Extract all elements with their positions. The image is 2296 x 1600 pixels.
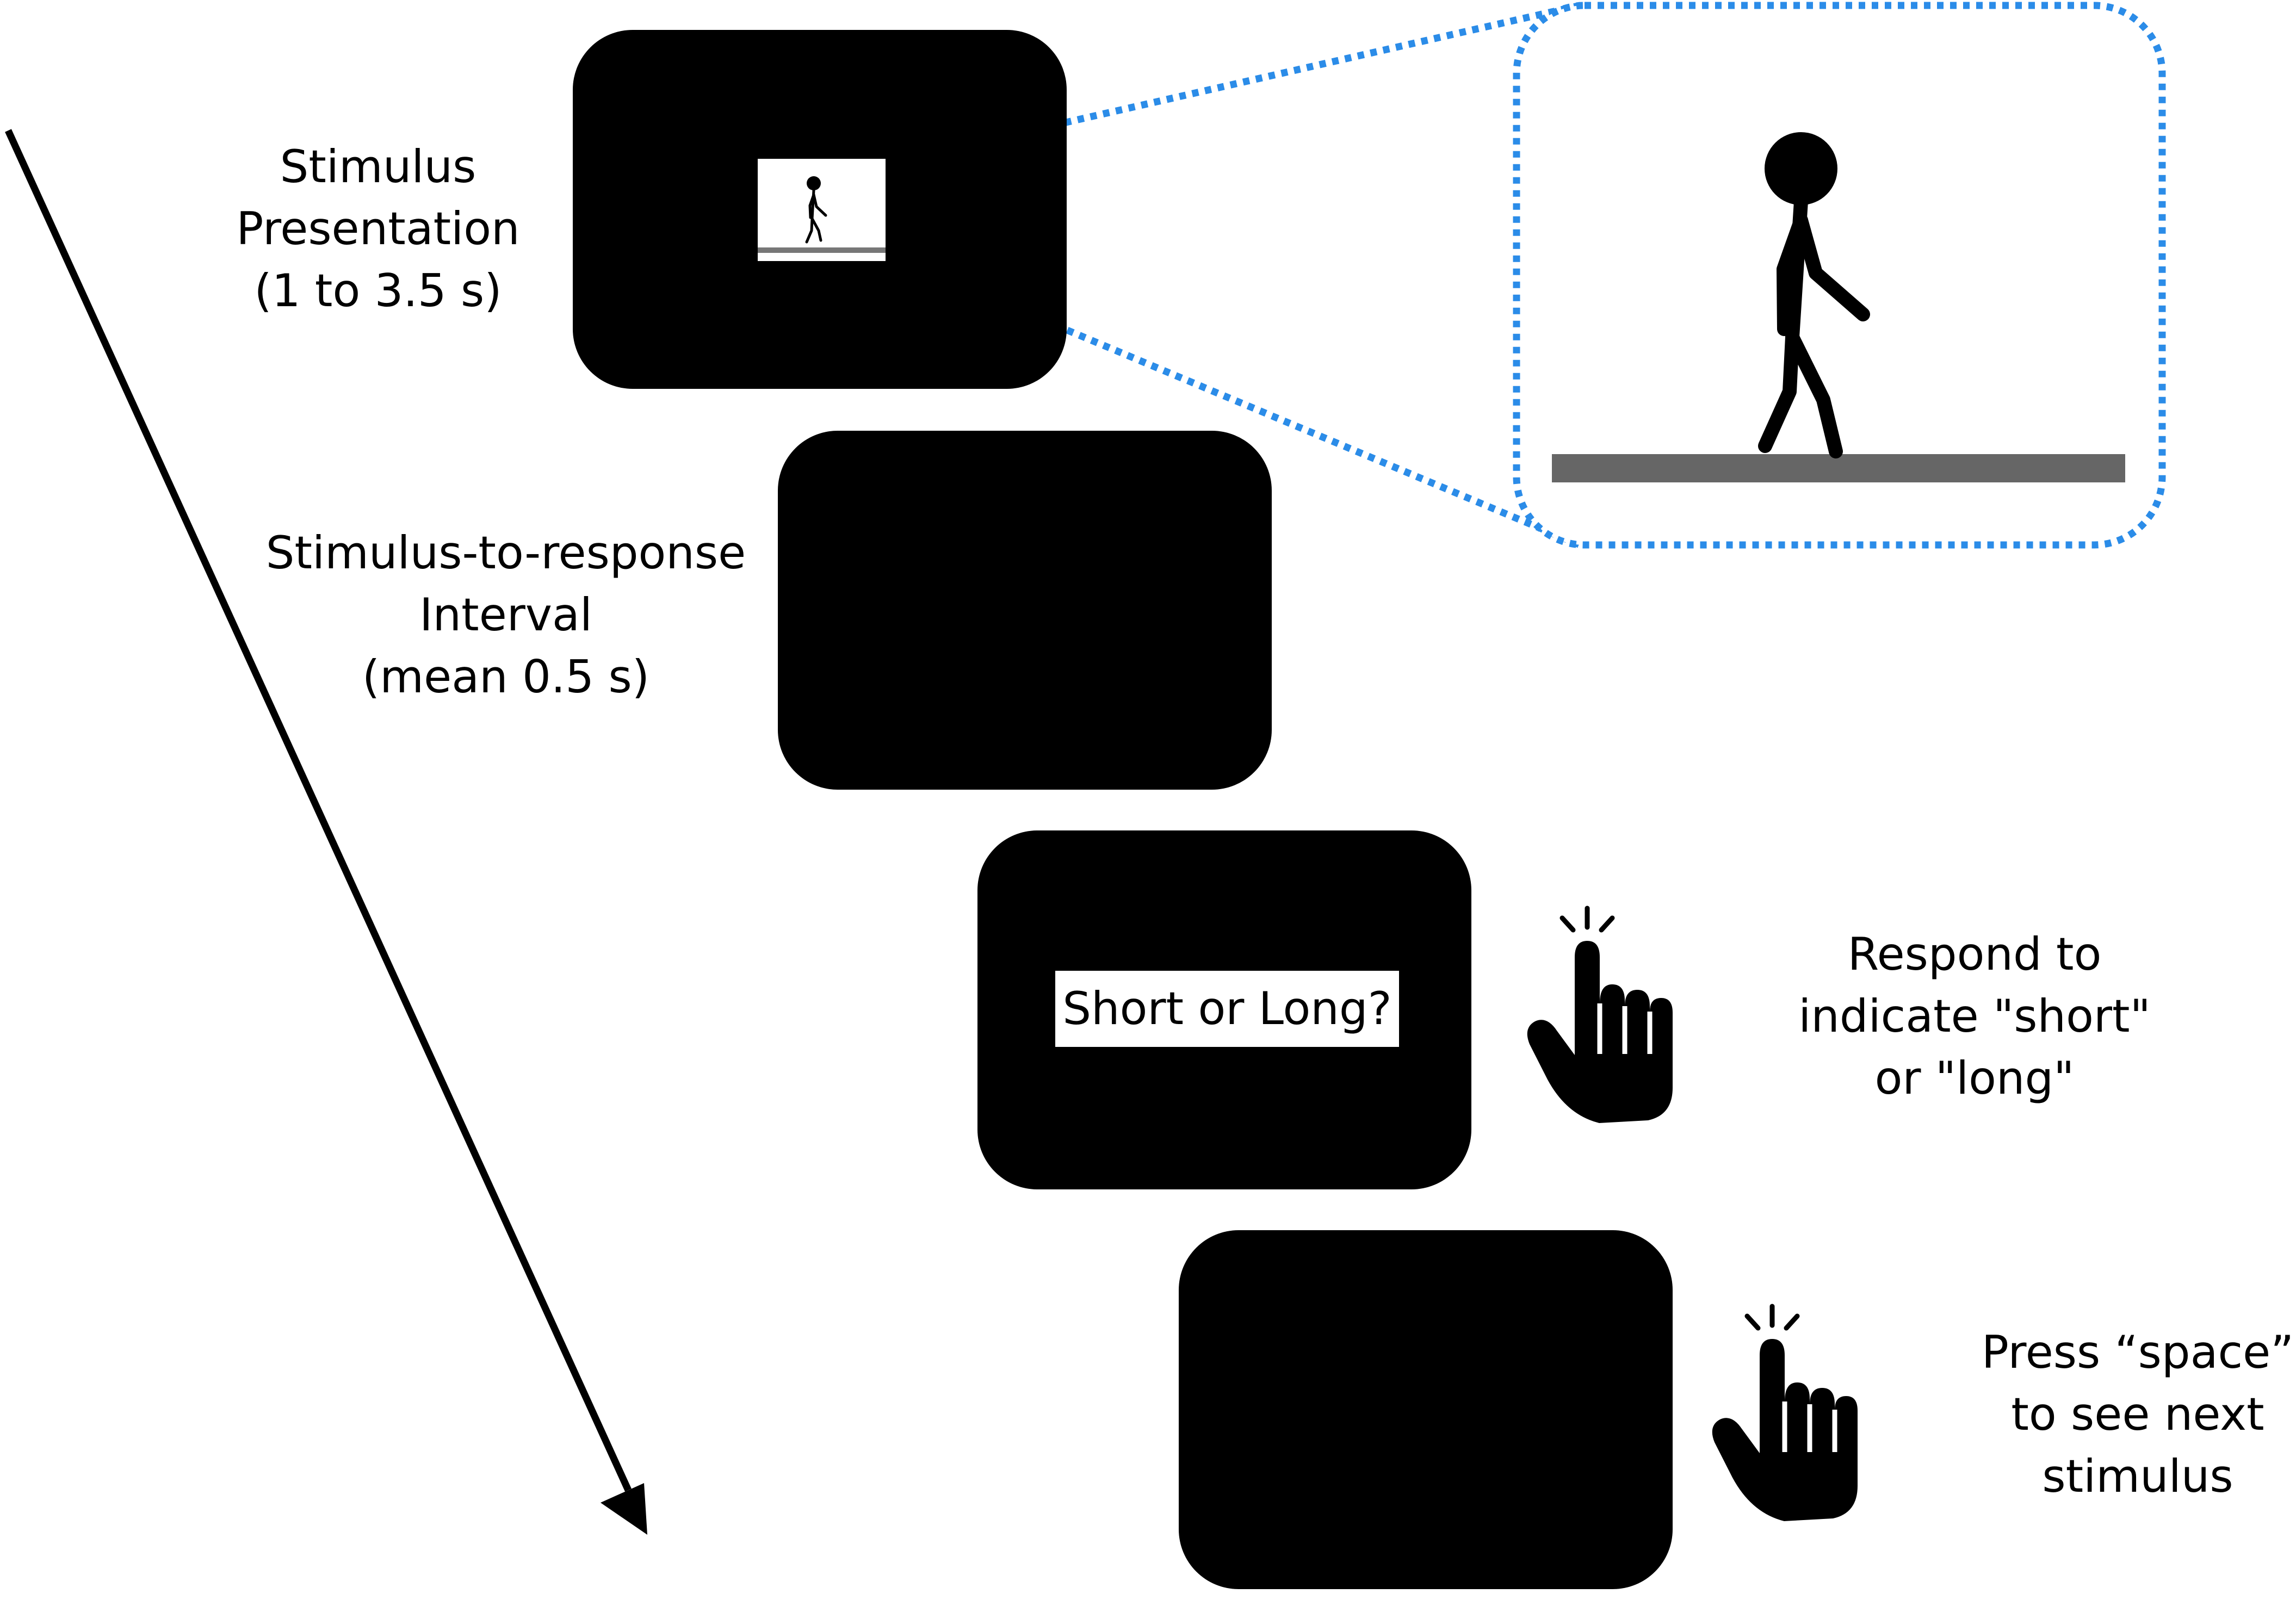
label-line: Press “space” xyxy=(1981,1326,2294,1379)
zoom-callout-icon xyxy=(1513,2,2166,549)
pointing-hand-icon xyxy=(1527,906,1673,1123)
interval-screen xyxy=(778,431,1272,790)
label-line: Stimulus-to-response xyxy=(265,526,746,579)
step-label-interval: Stimulus-to-response Interval (mean 0.5 … xyxy=(261,522,751,708)
walking-figure-icon xyxy=(758,176,886,253)
label-line: Presentation xyxy=(236,202,520,255)
label-line: to see next xyxy=(2011,1388,2264,1441)
label-line: indicate "short" xyxy=(1798,990,2151,1043)
walking-figure-icon xyxy=(1758,132,1870,458)
label-line: stimulus xyxy=(2042,1450,2233,1503)
time-arrow-icon xyxy=(5,129,647,1535)
step-label-next-stimulus: Press “space” to see next stimulus xyxy=(1958,1322,2296,1508)
label-line: Stimulus xyxy=(280,140,476,193)
next-stimulus-screen xyxy=(1179,1230,1673,1589)
label-line: (mean 0.5 s) xyxy=(362,650,650,703)
response-prompt: Short or Long? xyxy=(1055,971,1399,1047)
label-line: (1 to 3.5 s) xyxy=(254,264,502,317)
label-line: Respond to xyxy=(1847,928,2102,981)
step-label-stimulus-presentation: Stimulus Presentation (1 to 3.5 s) xyxy=(231,136,525,322)
step-label-response: Respond to indicate "short" or "long" xyxy=(1773,923,2176,1109)
label-line: or "long" xyxy=(1874,1052,2075,1105)
label-line: Interval xyxy=(419,588,592,641)
pointing-hand-icon xyxy=(1712,1304,1858,1521)
stimulus-thumbnail xyxy=(758,159,886,261)
